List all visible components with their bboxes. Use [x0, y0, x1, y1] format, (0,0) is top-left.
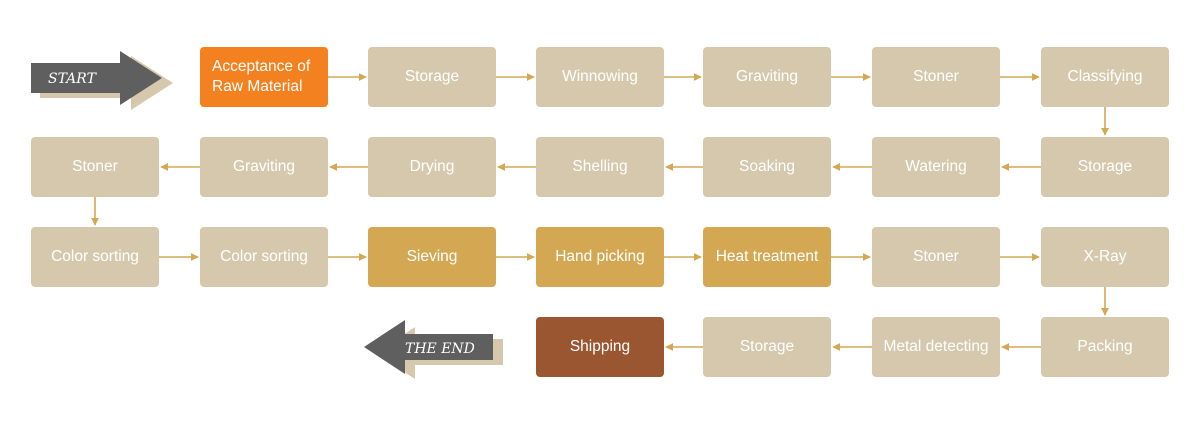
step-soaking: Soaking: [703, 137, 831, 197]
step-drying: Drying: [368, 137, 496, 197]
start-arrow-icon: [31, 51, 162, 105]
start-label: START: [48, 71, 98, 87]
step-metal-detecting: Metal detecting: [872, 317, 1000, 377]
step-stoner: Stoner: [872, 47, 1000, 107]
step-stoner: Stoner: [31, 137, 159, 197]
step-storage: Storage: [368, 47, 496, 107]
start-banner: START: [31, 51, 173, 110]
step-color-sorting: Color sorting: [200, 227, 328, 287]
step-classifying: Classifying: [1041, 47, 1169, 107]
step-stoner: Stoner: [872, 227, 1000, 287]
end-arrow-icon: [364, 320, 493, 374]
step-shelling: Shelling: [536, 137, 664, 197]
end-arrow-shadow: [375, 327, 503, 379]
step-storage: Storage: [1041, 137, 1169, 197]
step-watering: Watering: [872, 137, 1000, 197]
step-graviting: Graviting: [200, 137, 328, 197]
step-acceptance-of-raw-material: Acceptance of Raw Material: [200, 47, 328, 107]
end-banner: THE END: [364, 320, 503, 379]
step-graviting: Graviting: [703, 47, 831, 107]
step-shipping: Shipping: [536, 317, 664, 377]
step-hand-picking: Hand picking: [536, 227, 664, 287]
step-storage: Storage: [703, 317, 831, 377]
step-color-sorting: Color sorting: [31, 227, 159, 287]
step-sieving: Sieving: [368, 227, 496, 287]
end-label: THE END: [405, 341, 475, 357]
step-winnowing: Winnowing: [536, 47, 664, 107]
start-arrow-shadow: [40, 56, 173, 110]
step-heat-treatment: Heat treatment: [703, 227, 831, 287]
step-x-ray: X-Ray: [1041, 227, 1169, 287]
step-packing: Packing: [1041, 317, 1169, 377]
